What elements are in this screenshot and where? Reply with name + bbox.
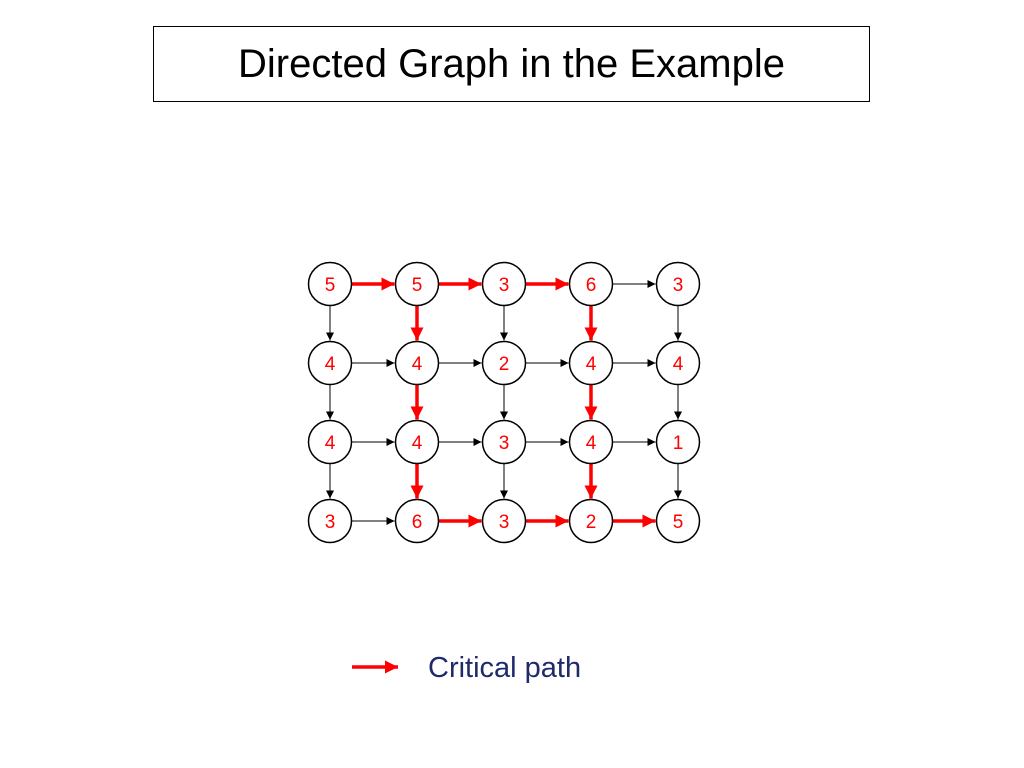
graph-node-label-r2-c2: 3 [499,433,510,454]
graph-node-label-r2-c4: 1 [673,433,684,454]
graph-node-r0-c4 [655,261,701,307]
graph-node-r0-c1 [394,261,440,307]
graph-node-label-r3-c4: 5 [673,512,684,533]
graph-node-r1-c4 [655,340,701,386]
graph-node-label-r0-c1: 5 [412,275,423,296]
title-box: Directed Graph in the Example [153,26,870,102]
graph-node-label-r0-c3: 6 [586,275,597,296]
graph-node-r3-c0 [307,498,353,544]
graph-node-r1-c1 [394,340,440,386]
nodes-layer: 5 5 3 6 3 4 4 2 4 4 4 4 3 4 1 3 6 3 2 5 [307,261,701,544]
legend-label: Critical path [428,652,581,684]
graph-node-label-r1-c4: 4 [673,354,684,375]
graph-node-label-r2-c3: 4 [586,433,597,454]
graph-node-r3-c4 [655,498,701,544]
page-title: Directed Graph in the Example [238,42,785,86]
graph-node-label-r0-c0: 5 [325,275,336,296]
edges-layer [326,277,682,528]
graph-node-label-r3-c2: 3 [499,512,510,533]
graph-node-r3-c2 [481,498,527,544]
graph-node-r0-c0 [307,261,353,307]
graph-node-label-r2-c1: 4 [412,433,423,454]
graph-node-label-r0-c4: 3 [673,275,684,296]
graph-node-r1-c0 [307,340,353,386]
graph-node-r0-c3 [568,261,614,307]
graph-node-label-r1-c3: 4 [586,354,597,375]
legend: Critical path [352,652,581,684]
graph-node-label-r1-c0: 4 [325,354,336,375]
graph-node-r3-c3 [568,498,614,544]
graph-node-r2-c4 [655,419,701,465]
graph-node-r2-c1 [394,419,440,465]
graph-node-label-r0-c2: 3 [499,275,510,296]
graph-node-r2-c0 [307,419,353,465]
graph-node-label-r1-c2: 2 [499,354,510,375]
graph-node-r3-c1 [394,498,440,544]
graph-node-label-r3-c0: 3 [325,512,336,533]
graph-node-label-r1-c1: 4 [412,354,423,375]
graph-node-r0-c2 [481,261,527,307]
graph-node-r2-c3 [568,419,614,465]
graph-node-label-r2-c0: 4 [325,433,336,454]
graph-node-r2-c2 [481,419,527,465]
graph-node-label-r3-c3: 2 [586,512,597,533]
graph-node-r1-c3 [568,340,614,386]
graph-node-r1-c2 [481,340,527,386]
graph-node-label-r3-c1: 6 [412,512,423,533]
